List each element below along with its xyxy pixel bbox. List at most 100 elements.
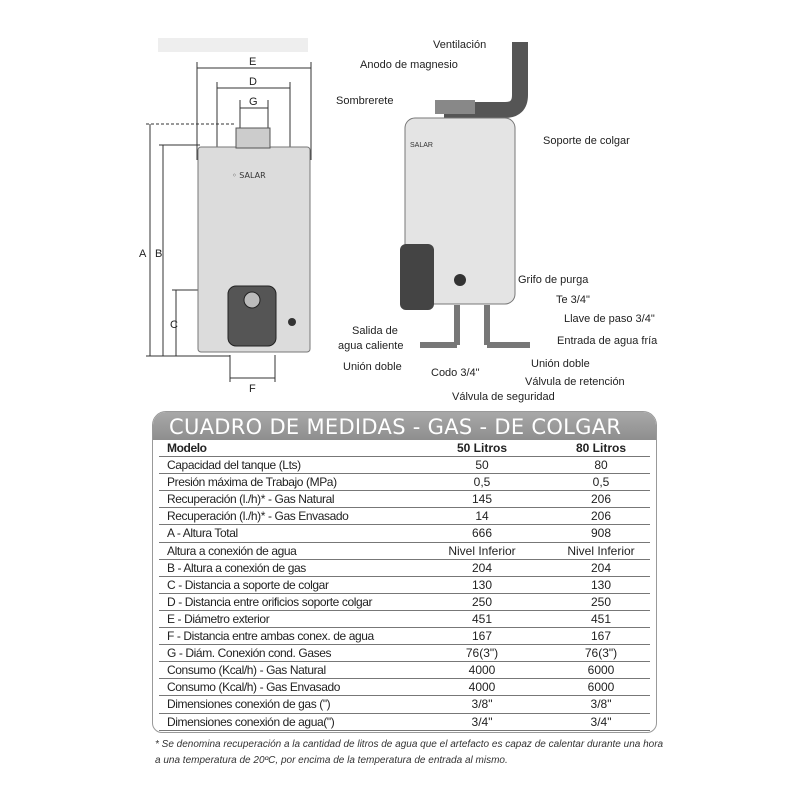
value-50l: 204 xyxy=(471,560,493,575)
label-seguridad: Válvula de seguridad xyxy=(452,391,555,403)
value-50l: 167 xyxy=(471,629,493,644)
table-row: F - Distancia entre ambas conex. de agua… xyxy=(159,628,650,646)
row-label: Dimensiones conexión de agua(") xyxy=(167,714,335,729)
value-80l: 80 Litros xyxy=(575,441,626,455)
row-label: D - Distancia entre orificios soporte co… xyxy=(167,594,373,609)
label-grifo: Grifo de purga xyxy=(518,274,589,286)
row-label: Recuperación (l./h)* - Gas Natural xyxy=(167,492,335,507)
value-50l: 50 Litros xyxy=(456,441,507,455)
svg-text:D: D xyxy=(249,76,257,88)
row-label: Consumo (Kcal/h) - Gas Envasado xyxy=(167,680,341,695)
svg-text:G: G xyxy=(249,96,258,108)
svg-text:B: B xyxy=(155,248,162,260)
value-80l: 3/4" xyxy=(590,714,612,729)
value-50l: 50 xyxy=(475,458,489,473)
value-50l: 451 xyxy=(471,611,493,626)
measurements-table: CUADRO DE MEDIDAS - GAS - DE COLGAR Mode… xyxy=(152,411,657,733)
brand-logo: ◦ SALAR xyxy=(232,171,266,180)
value-80l: 204 xyxy=(590,560,612,575)
row-label: A - Altura Total xyxy=(167,526,238,541)
svg-text:F: F xyxy=(249,383,256,395)
value-80l: 167 xyxy=(590,629,612,644)
value-80l: 0,5 xyxy=(592,475,610,490)
value-80l: 250 xyxy=(590,594,612,609)
value-50l: 3/4" xyxy=(471,714,493,729)
value-50l: 145 xyxy=(471,492,493,507)
value-50l: 130 xyxy=(471,577,493,592)
value-80l: 3/8" xyxy=(590,697,612,712)
value-80l: 908 xyxy=(590,526,612,541)
table-row: B - Altura a conexión de gas 204 204 xyxy=(159,560,650,577)
table-row: A - Altura Total 666 908 xyxy=(159,525,650,543)
table-row: G - Diám. Conexión cond. Gases 76(3") 76(3… xyxy=(159,645,650,663)
table-row: Consumo (Kcal/h) - Gas Envasado 4000 6000 xyxy=(159,679,650,697)
table-row: D - Distancia entre orificios soporte co… xyxy=(159,594,650,611)
side-view-diagram: SALAR xyxy=(400,42,530,348)
label-retencion: Válvula de retención xyxy=(525,376,625,388)
row-label: Dimensiones conexión de gas (") xyxy=(167,697,331,712)
row-label: Recuperación (l./h)* - Gas Envasado xyxy=(167,509,349,524)
value-80l: 206 xyxy=(590,492,612,507)
table-row: E - Diámetro exterior 451 451 xyxy=(159,611,650,629)
value-80l: 80 xyxy=(594,458,608,473)
value-80l: 76(3") xyxy=(584,646,618,661)
table-row: Capacidad del tanque (Lts) 50 80 xyxy=(159,457,650,475)
label-ventilacion: Ventilación xyxy=(433,39,487,51)
label-union-doble-left: Unión doble xyxy=(343,361,402,373)
table-row: Recuperación (l./h)* - Gas Natural 145 206 xyxy=(159,491,650,509)
value-50l: 4000 xyxy=(468,680,496,695)
table-row: Peso Vacio aprox. (Kg)2429 xyxy=(159,731,650,733)
row-label: Altura a conexión de agua xyxy=(167,543,297,558)
footnote: * Se denomina recuperación a la cantidad… xyxy=(155,737,663,769)
footnote-line: * Se denomina recuperación a la cantidad… xyxy=(155,739,664,750)
svg-text:SALAR: SALAR xyxy=(410,142,433,149)
row-label: B - Altura a conexión de gas xyxy=(167,560,306,575)
label-salida-2: agua caliente xyxy=(338,340,404,352)
row-label: F - Distancia entre ambas conex. de agua xyxy=(167,629,374,644)
value-80l: Nivel Inferior xyxy=(567,543,635,558)
label-sombrerete: Sombrerete xyxy=(336,95,394,107)
table-row: Dimensiones conexión de agua(") 3/4" 3/4" xyxy=(159,714,650,731)
table-title: CUADRO DE MEDIDAS - GAS - DE COLGAR xyxy=(153,412,656,440)
row-label: Peso Vacio aprox. (Kg) xyxy=(159,731,432,733)
label-entrada: Entrada de agua fría xyxy=(557,335,658,347)
svg-text:A: A xyxy=(139,248,147,260)
svg-text:E: E xyxy=(249,56,256,68)
value-50l: Nivel Inferior xyxy=(448,543,516,558)
value-50l: 250 xyxy=(471,594,493,609)
label-codo: Codo 3/4" xyxy=(431,367,480,379)
table-row: Presión máxima de Trabajo (MPa) 0,5 0,5 xyxy=(159,474,650,492)
row-label: C - Distancia a soporte de colgar xyxy=(167,577,329,592)
value-50l: 3/8" xyxy=(471,697,493,712)
label-anodo: Anodo de magnesio xyxy=(360,59,458,71)
row-label: Presión máxima de Trabajo (MPa) xyxy=(167,475,337,490)
table-row: Altura a conexión de agua Nivel Inferior N… xyxy=(159,543,650,560)
svg-text:C: C xyxy=(170,319,178,331)
value-80l: 451 xyxy=(590,611,612,626)
table-header-row: Modelo 50 Litros 80 Litros xyxy=(159,440,650,458)
row-label: G - Diám. Conexión cond. Gases xyxy=(167,646,332,661)
label-soporte: Soporte de colgar xyxy=(543,135,630,147)
value-50l: 666 xyxy=(471,526,493,541)
label-salida-1: Salida de xyxy=(352,325,398,337)
value-50l: 76(3") xyxy=(465,646,499,661)
value-50l: 4000 xyxy=(468,663,496,678)
label-te: Te 3/4" xyxy=(556,294,590,306)
row-label: E - Diámetro exterior xyxy=(167,611,270,626)
table-row: Consumo (Kcal/h) - Gas Natural 4000 6000 xyxy=(159,662,650,680)
label-llave: Llave de paso 3/4" xyxy=(564,313,655,325)
row-label: Modelo xyxy=(167,441,207,455)
value-50l: 0,5 xyxy=(473,475,491,490)
label-union-doble-right: Unión doble xyxy=(531,358,590,370)
row-label: Consumo (Kcal/h) - Gas Natural xyxy=(167,663,326,678)
value-80l: 6000 xyxy=(587,680,615,695)
table-row: Dimensiones conexión de gas (") 3/8" 3/8" xyxy=(159,696,650,714)
row-label: Capacidad del tanque (Lts) xyxy=(167,458,301,473)
value-50l: 24 xyxy=(432,731,532,733)
value-80l: 206 xyxy=(590,509,612,524)
value-80l: 6000 xyxy=(587,663,615,678)
footnote-line: a una temperatura de 20ºC, por encima de… xyxy=(155,755,508,766)
